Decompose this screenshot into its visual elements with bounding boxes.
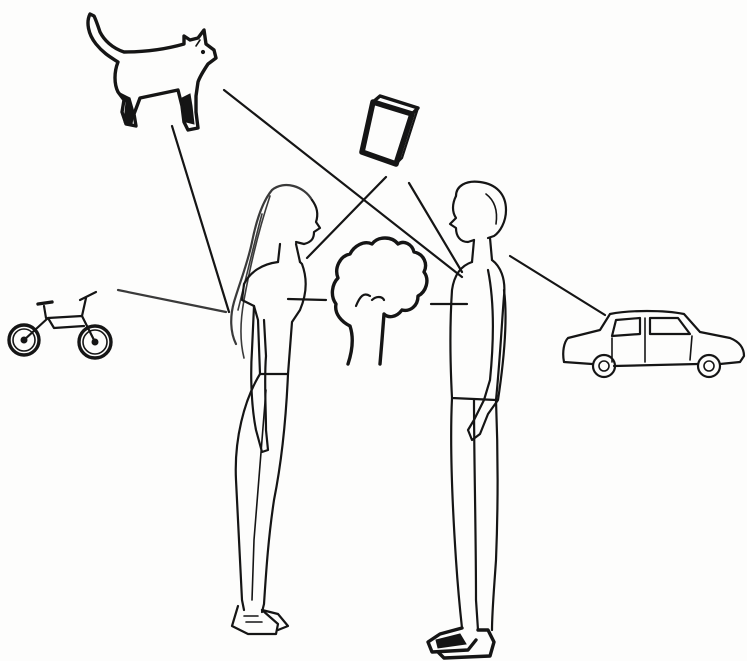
line-woman-book — [307, 177, 386, 258]
line-woman-tree — [288, 299, 326, 300]
book-icon — [362, 96, 418, 164]
man-figure — [428, 182, 506, 658]
cat-icon — [88, 14, 216, 130]
car-icon — [563, 311, 744, 377]
line-man-cat — [224, 90, 462, 277]
line-woman-bicycle — [118, 290, 226, 312]
woman-figure — [231, 185, 320, 634]
bicycle-icon — [9, 292, 111, 358]
line-man-car — [510, 256, 605, 315]
tree-icon — [332, 238, 427, 364]
line-woman-cat — [172, 126, 229, 312]
